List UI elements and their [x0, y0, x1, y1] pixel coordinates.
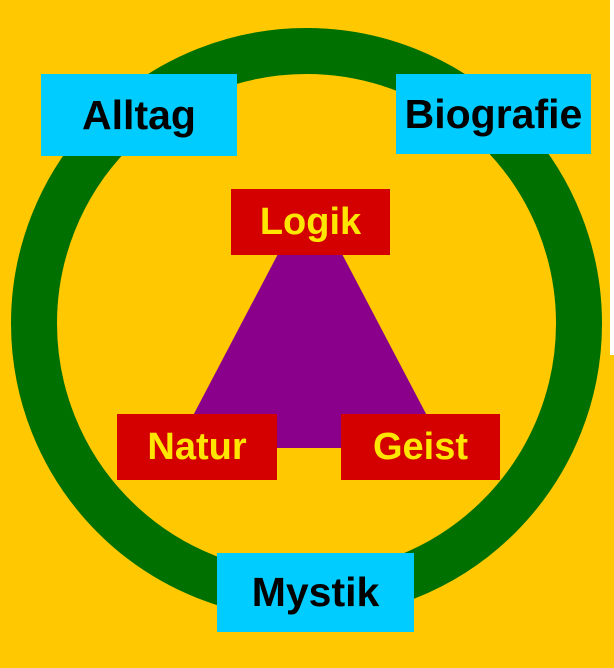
node-alltag-label: Alltag: [82, 91, 196, 138]
node-logik-label: Logik: [259, 201, 362, 243]
node-logik: Logik: [231, 189, 390, 255]
node-biografie: Biografie: [396, 74, 591, 154]
node-alltag: Alltag: [41, 74, 237, 156]
node-biografie-label: Biografie: [404, 90, 583, 137]
node-natur-label: Natur: [147, 426, 247, 468]
node-natur: Natur: [117, 414, 277, 480]
node-geist: Geist: [341, 414, 500, 480]
node-mystik-label: Mystik: [251, 569, 380, 615]
center-triangle: [176, 193, 444, 448]
node-mystik: Mystik: [217, 553, 414, 632]
white-edge-strip: [610, 0, 614, 355]
node-geist-label: Geist: [372, 426, 469, 468]
